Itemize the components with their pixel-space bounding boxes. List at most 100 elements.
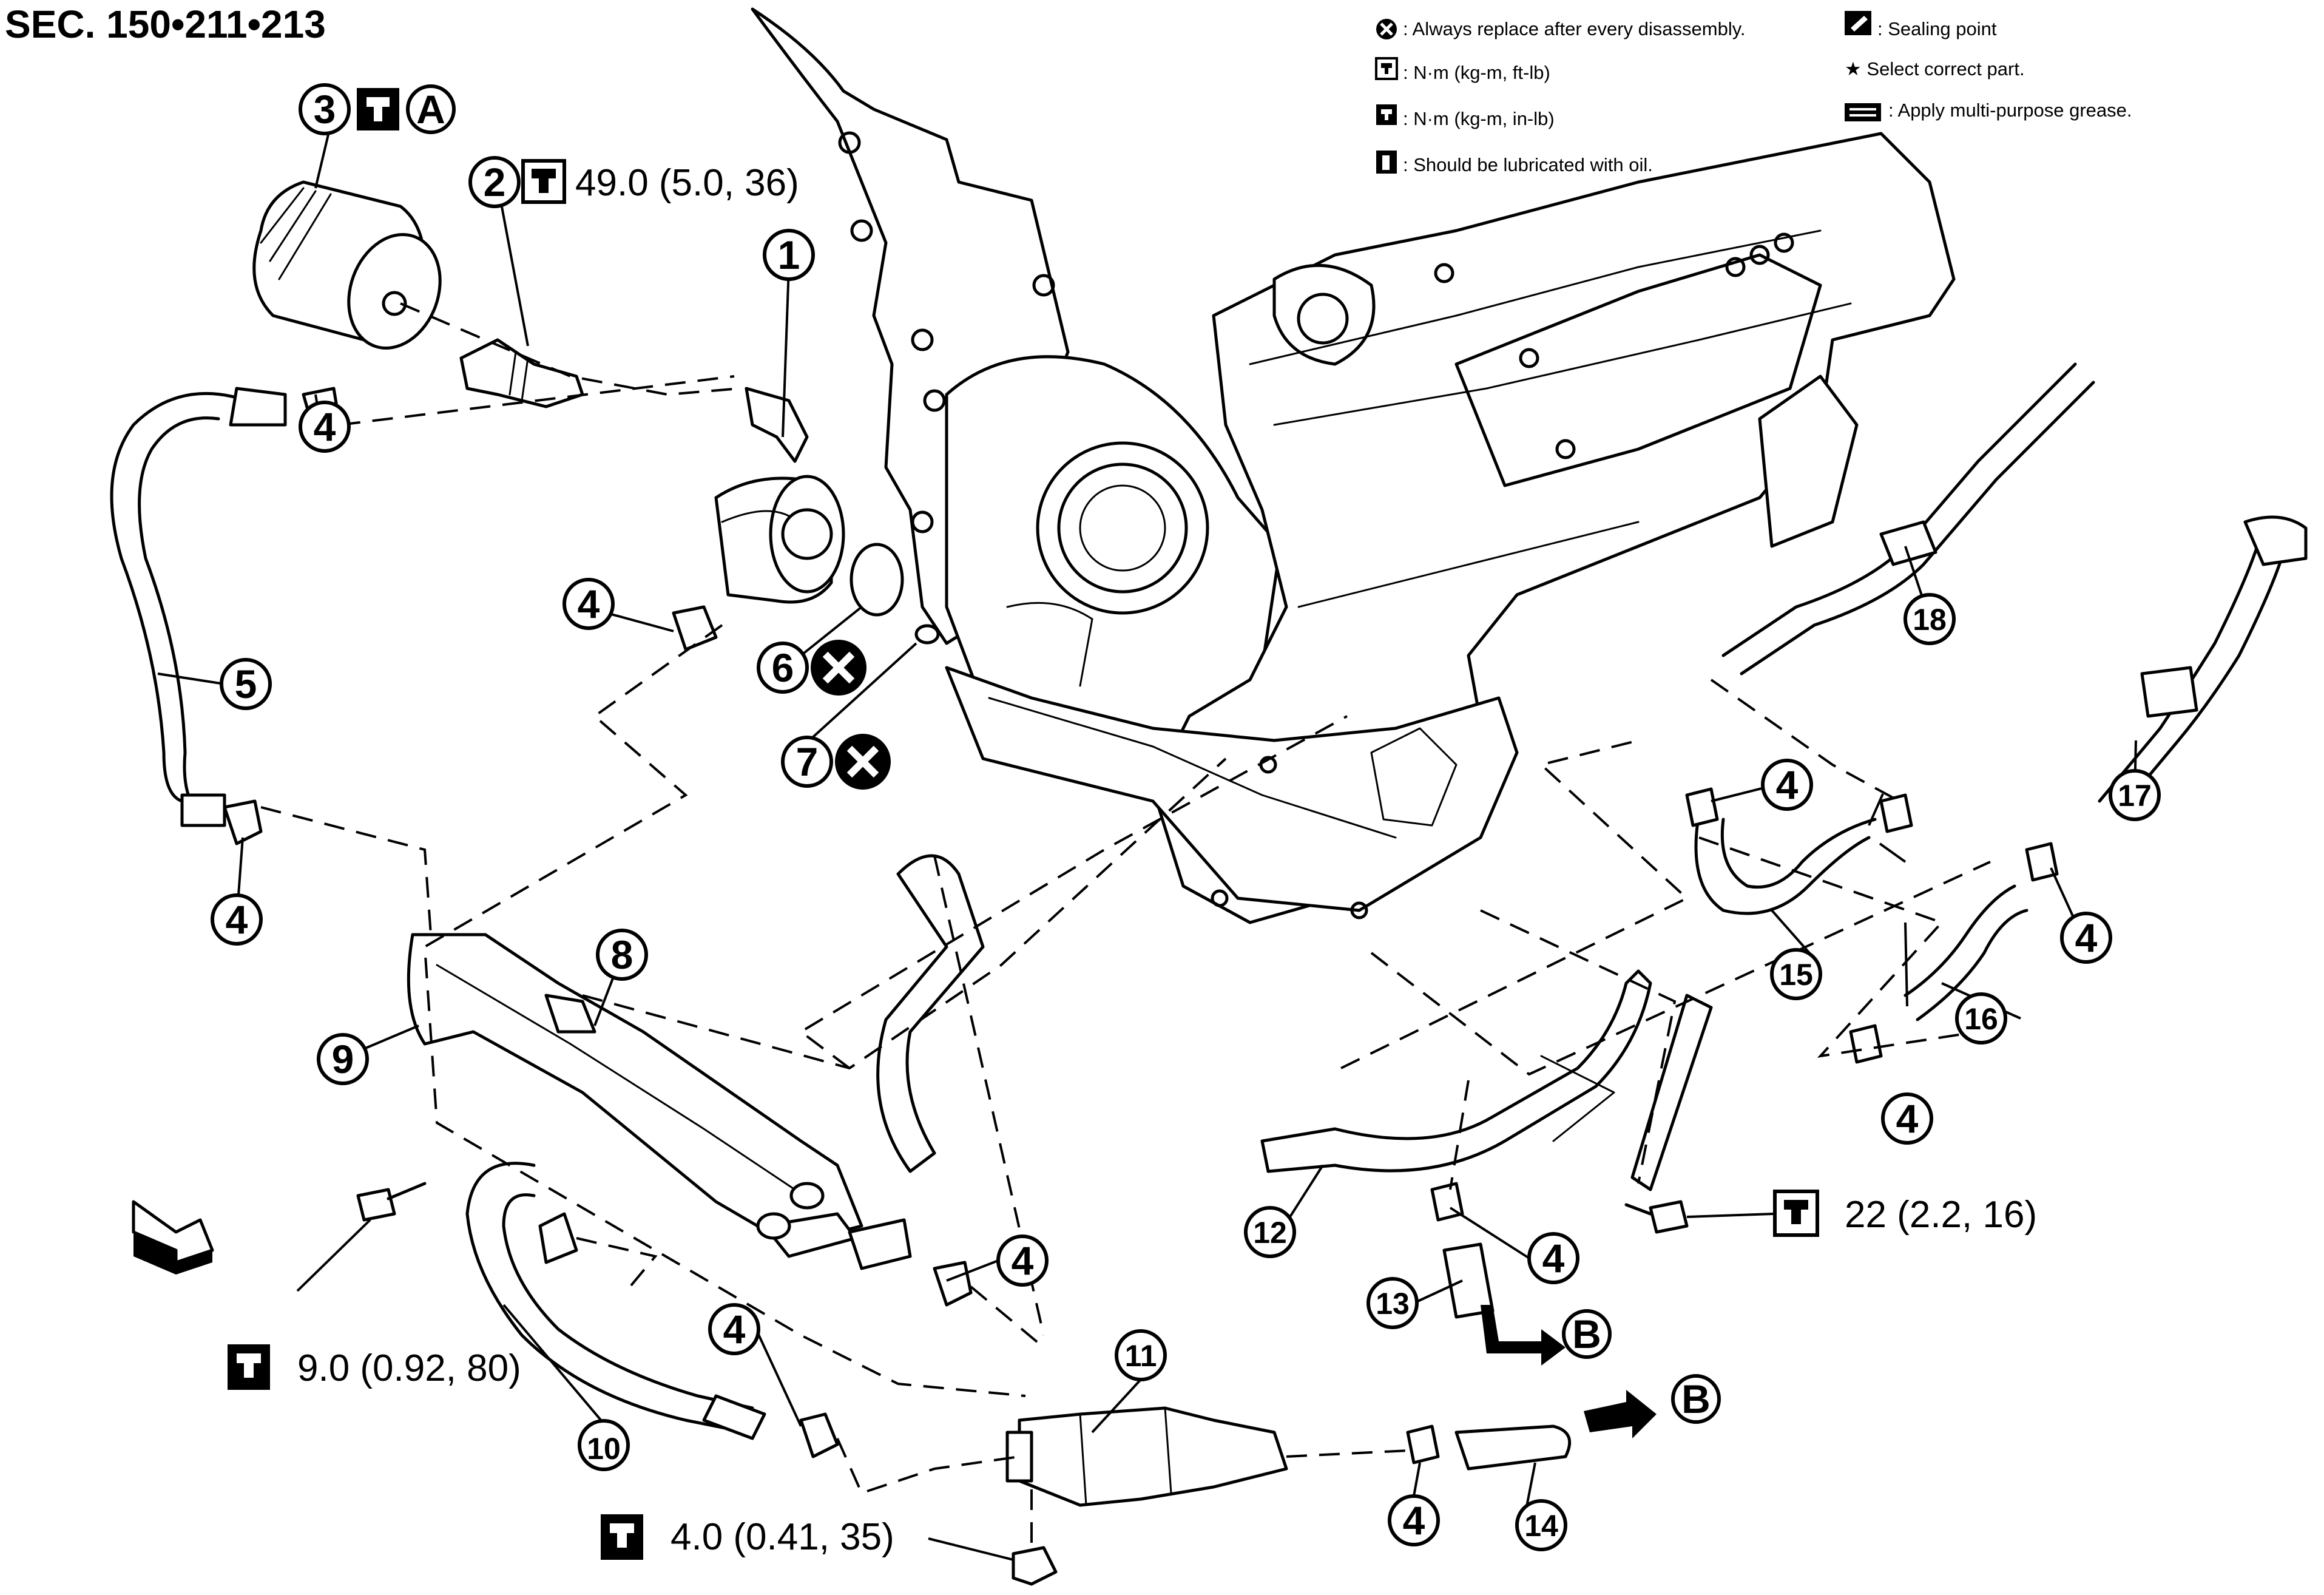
svg-text:4: 4 bbox=[1542, 1236, 1565, 1281]
nut-torque-4 bbox=[1012, 1546, 1058, 1586]
callout-8: 8 bbox=[596, 929, 648, 981]
clamp bbox=[933, 1261, 973, 1307]
clamp bbox=[2025, 842, 2059, 882]
clamp bbox=[799, 1412, 839, 1458]
svg-text:5: 5 bbox=[235, 662, 257, 706]
svg-text:14: 14 bbox=[1524, 1509, 1558, 1543]
callout-4: 4 bbox=[1527, 1232, 1579, 1284]
water-hose-5 bbox=[110, 387, 287, 827]
temperature-sensor bbox=[544, 994, 596, 1034]
svg-text:1: 1 bbox=[778, 232, 800, 277]
callout-1: 1 bbox=[763, 229, 815, 281]
water-connector-11 bbox=[1005, 1406, 1288, 1507]
svg-text:4: 4 bbox=[1896, 1096, 1919, 1141]
svg-text:4: 4 bbox=[1776, 762, 1799, 807]
torque-spec-9: 9.0 (0.92, 80) bbox=[297, 1347, 521, 1389]
svg-text:11: 11 bbox=[1125, 1339, 1157, 1373]
callout-4: 4 bbox=[1881, 1092, 1933, 1145]
oil-filter bbox=[252, 180, 442, 350]
svg-text:10: 10 bbox=[587, 1432, 621, 1466]
svg-text:17: 17 bbox=[2118, 779, 2152, 813]
water-pipe-12 bbox=[1260, 969, 1713, 1191]
oil-cooler bbox=[714, 387, 845, 604]
torque-spec-22: 22 (2.2, 16) bbox=[1845, 1194, 2037, 1236]
front-direction-arrow-icon bbox=[132, 1200, 214, 1275]
hose-14 bbox=[1454, 1424, 1572, 1471]
x-circle-icon bbox=[811, 640, 866, 696]
legend-oil-text: : Should be lubricated with oil. bbox=[1403, 154, 1653, 175]
torque-wrench-icon bbox=[1375, 57, 1398, 80]
dowel-pin bbox=[914, 624, 940, 645]
section-title: SEC. 150•211•213 bbox=[5, 2, 326, 46]
engine-block bbox=[751, 7, 1956, 924]
clamp bbox=[1849, 1024, 1883, 1064]
svg-text:6: 6 bbox=[772, 645, 794, 690]
torque-wrench-icon bbox=[1773, 1190, 1819, 1237]
callout-5: 5 bbox=[220, 658, 272, 710]
sealing-point-icon bbox=[1845, 11, 1871, 35]
svg-text:4: 4 bbox=[723, 1307, 746, 1352]
svg-text:A: A bbox=[416, 87, 445, 132]
callout-B: B bbox=[1562, 1309, 1612, 1359]
grease-icon bbox=[1845, 103, 1881, 121]
water-hose-10 bbox=[465, 1162, 766, 1440]
svg-text:12: 12 bbox=[1253, 1216, 1287, 1250]
svg-text:4: 4 bbox=[578, 581, 600, 626]
callout-4: 4 bbox=[299, 401, 351, 453]
svg-text:4: 4 bbox=[226, 897, 248, 942]
svg-text:3: 3 bbox=[314, 87, 336, 132]
x-circle-icon bbox=[1376, 19, 1397, 39]
svg-text:B: B bbox=[1572, 1312, 1601, 1356]
water-hose-16 bbox=[1903, 884, 2028, 1021]
svg-text:4: 4 bbox=[314, 404, 336, 449]
water-pipe-9 bbox=[407, 933, 863, 1258]
callout-14: 14 bbox=[1515, 1499, 1567, 1551]
water-pipe-17 bbox=[2098, 515, 2308, 815]
arrow-icon bbox=[1481, 1305, 1566, 1366]
callout-4: 4 bbox=[996, 1234, 1049, 1287]
svg-text:4: 4 bbox=[2075, 915, 2098, 960]
callout-2: 2 bbox=[468, 156, 521, 208]
svg-text:15: 15 bbox=[1779, 958, 1813, 992]
callout-4: 4 bbox=[708, 1303, 760, 1355]
legend-replace-text: : Always replace after every disassembly… bbox=[1403, 18, 1746, 39]
callout-4: 4 bbox=[562, 578, 615, 630]
callout-13: 13 bbox=[1366, 1277, 1419, 1329]
torque-wrench-icon bbox=[357, 88, 399, 130]
legend-select-part-text: ★ Select correct part. bbox=[1845, 58, 2025, 80]
callout-3: 3 bbox=[299, 83, 351, 135]
svg-text:8: 8 bbox=[611, 932, 633, 977]
callout-6: 6 bbox=[757, 642, 809, 694]
callout-A: A bbox=[406, 84, 456, 134]
svg-text:18: 18 bbox=[1913, 603, 1947, 637]
clamp bbox=[672, 605, 718, 651]
svg-text:13: 13 bbox=[1376, 1287, 1410, 1321]
clamp bbox=[1685, 787, 1719, 827]
callout-10: 10 bbox=[578, 1419, 630, 1471]
arrow-icon bbox=[1584, 1390, 1657, 1438]
clamp bbox=[538, 1212, 578, 1264]
callout-4: 4 bbox=[2060, 912, 2112, 964]
legend: : Always replace after every disassembly… bbox=[1375, 11, 2132, 175]
callout-4: 4 bbox=[1761, 759, 1813, 811]
svg-text:4: 4 bbox=[1403, 1498, 1425, 1543]
svg-text:4: 4 bbox=[1012, 1238, 1034, 1283]
alignment-lines bbox=[260, 302, 1991, 1554]
oil-can-icon bbox=[1376, 151, 1397, 174]
water-hose-15 bbox=[1694, 811, 1877, 915]
callout-4: 4 bbox=[211, 893, 263, 946]
callout-12: 12 bbox=[1244, 1206, 1296, 1258]
callout-11: 11 bbox=[1115, 1329, 1167, 1381]
callout-4: 4 bbox=[1388, 1494, 1440, 1546]
callout-18: 18 bbox=[1903, 593, 1956, 645]
x-circle-icon bbox=[835, 734, 891, 790]
callout-17: 17 bbox=[2109, 769, 2161, 821]
callout-7: 7 bbox=[781, 736, 833, 788]
legend-nm-inlb-text: : N·m (kg-m, in-lb) bbox=[1403, 108, 1555, 129]
svg-text:B: B bbox=[1681, 1377, 1711, 1421]
torque-wrench-inlb-icon bbox=[1376, 104, 1397, 125]
o-ring bbox=[850, 543, 904, 617]
callout-16: 16 bbox=[1955, 992, 2007, 1045]
torque-spec-2: 49.0 (5.0, 36) bbox=[575, 162, 799, 204]
legend-grease-text: : Apply multi-purpose grease. bbox=[1888, 100, 2132, 121]
